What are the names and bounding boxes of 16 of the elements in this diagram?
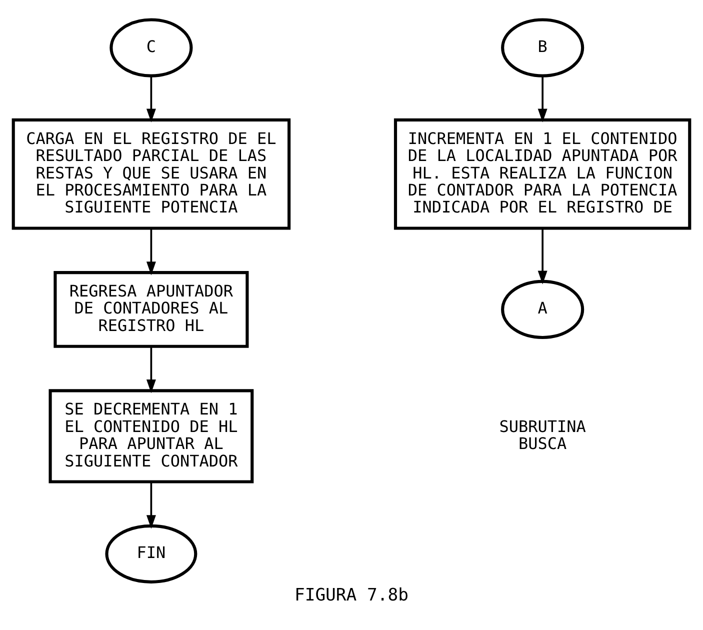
caption: FIGURA 7.8b (294, 585, 409, 606)
node-box: SE DECREMENTA EN 1 EL CONTENIDO DE HL PARA APUNTAR AL SIGUIENTE CONTADOR (48, 389, 254, 484)
arrow (146, 228, 156, 276)
node-ellipse: A (501, 280, 584, 340)
label: SUBRUTINA BUSCA (499, 416, 586, 454)
node-ellipse: B (501, 18, 584, 78)
node-ellipse: FIN (105, 524, 198, 584)
arrow (146, 346, 156, 394)
node-box: CARGA EN EL REGISTRO DE EL RESULTADO PARCIAL DE LAS RESTAS Y QUE SE USARA EN EL PROCESAMIENTO PARA LA SIGUIENTE POTENCIA (12, 118, 291, 230)
arrow (146, 76, 156, 122)
node-box: INCREMENTA EN 1 EL CONTENIDO DE LA LOCALIDAD APUNTADA POR HL. ESTA REALIZA LA FUNCION DE CONTADOR PARA LA POTENCIA INDICADA POR EL REGISTRO DE (394, 118, 692, 230)
arrow (538, 228, 548, 284)
arrow (538, 76, 548, 122)
node-ellipse: C (110, 18, 193, 78)
node-box: REGRESA APUNTADOR DE CONTADORES AL REGISTRO HL (54, 271, 249, 348)
arrow (146, 482, 156, 529)
